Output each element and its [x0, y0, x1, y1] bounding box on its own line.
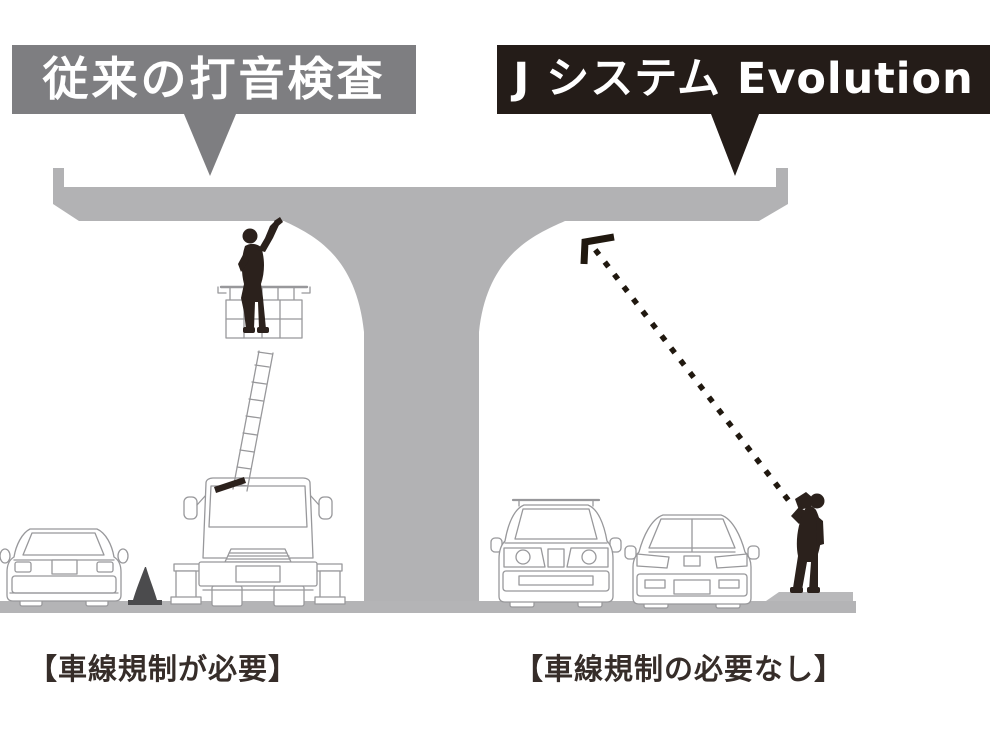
sidewalk-curb: [766, 592, 853, 601]
car-front-outline-icon: [624, 514, 760, 609]
label-conventional-text: 従来の打音検査: [42, 52, 386, 106]
caption-no-lane-restriction: 【車線規制の必要なし】: [514, 652, 845, 686]
inspector-with-scope-silhouette-icon: [790, 492, 825, 593]
lift-boom-icon: [214, 350, 274, 493]
label-jsystem-text: J システム Evolution: [513, 54, 974, 104]
car-rear-outline-icon: [0, 528, 129, 607]
traffic-cone-icon: [128, 567, 162, 605]
right-label-pointer: [711, 114, 759, 176]
suv-front-outline-icon: [490, 498, 622, 608]
left-label-pointer: [184, 114, 236, 176]
aerial-lift-truck-icon: [170, 477, 346, 607]
worker-hammering-silhouette-icon: [238, 217, 283, 333]
corner-target-marker-icon: [580, 233, 615, 265]
label-jsystem-evolution: J システム Evolution: [497, 45, 990, 176]
bridge-structure: [53, 168, 788, 613]
caption-lane-restriction-required: 【車線規制が必要】: [28, 652, 299, 686]
label-conventional-inspection: 従来の打音検査: [12, 45, 416, 176]
dotted-sight-line-icon: [580, 233, 793, 505]
